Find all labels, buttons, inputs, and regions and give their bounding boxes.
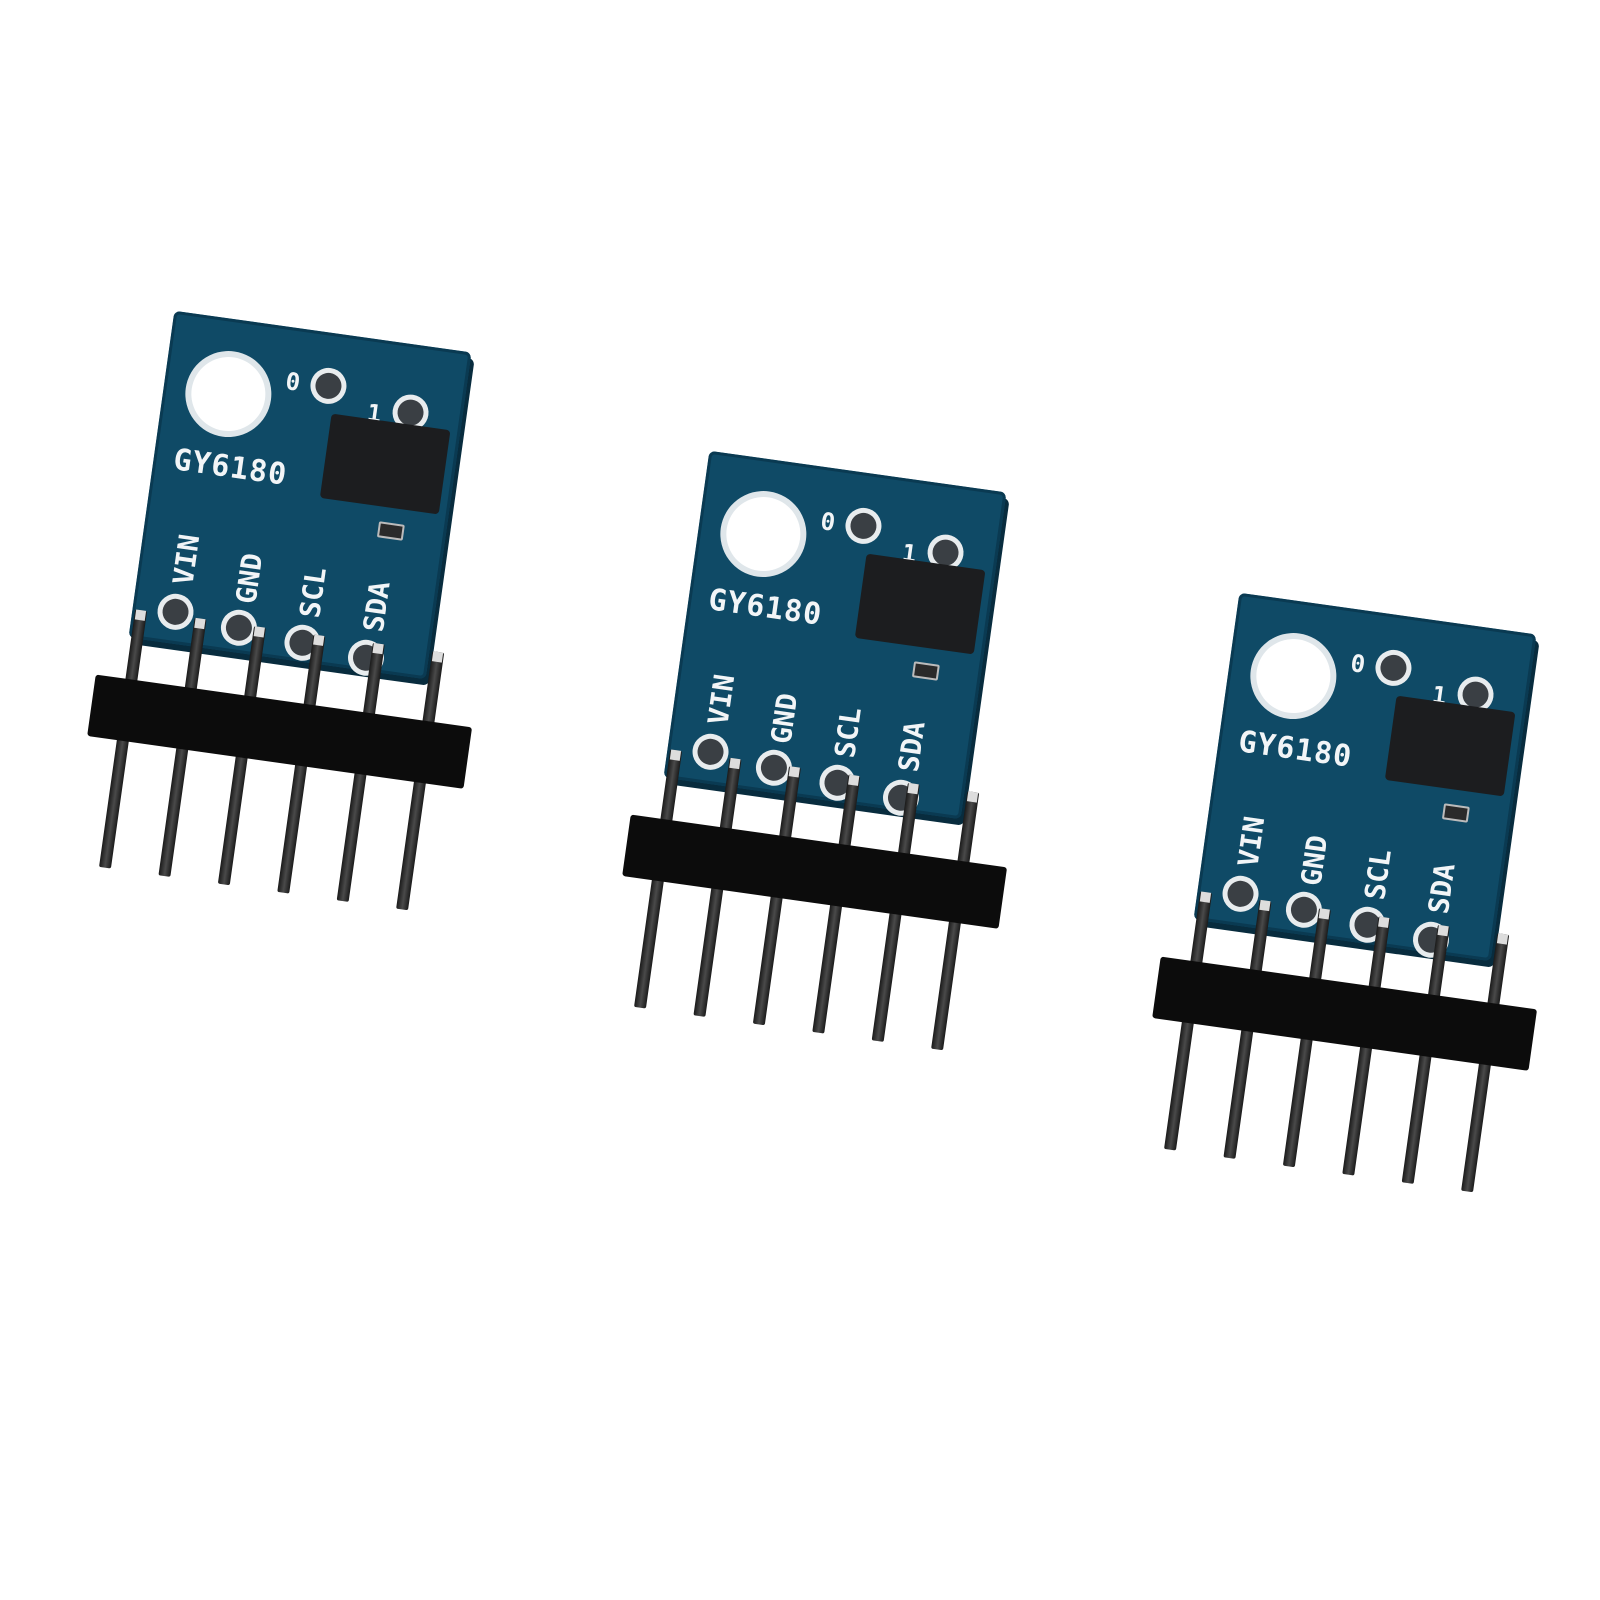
pin-label-gnd: GND [764,691,805,746]
pin-label-vin: VIN [701,672,742,727]
smd-component [1441,803,1470,823]
header-housing [87,674,473,789]
pin-header [68,607,473,994]
addr-label-0: 0 [818,507,838,537]
pin-label-vin: VIN [166,532,207,587]
mounting-hole [1251,634,1336,718]
model-label: GY6180 [1236,724,1355,775]
mounting-hole [721,492,806,576]
header-housing [622,814,1008,929]
sensor-chip [1384,695,1516,797]
sensor-kit-1: 0 1 GY6180 VIN GND SCL SDA [50,310,473,970]
pin-label-sda: SDA [891,719,932,774]
model-label: GY6180 [171,442,290,493]
sensor-kit-2: 0 1 GY6180 VIN GND SCL SDA [585,450,1008,1110]
pin-label-sda: SDA [356,579,397,634]
pin-label-gnd: GND [1294,833,1335,888]
addr-pad [848,511,879,541]
addr-pad [313,371,344,401]
pin-header [603,747,1008,1134]
pin-label-gnd: GND [229,551,270,606]
addr-pad [1378,653,1409,683]
pin-label-scl: SCL [1358,847,1398,902]
model-label: GY6180 [706,582,825,633]
smd-component [376,521,405,541]
sensor-kit-3: 0 1 GY6180 VIN GND SCL SDA [1115,592,1538,1252]
mounting-hole [186,352,271,436]
addr-label-0: 0 [1348,649,1368,679]
pin-header [1133,889,1538,1276]
pin-label-sda: SDA [1421,861,1462,916]
sensor-chip [319,413,451,515]
pin-label-vin: VIN [1231,814,1272,869]
addr-label-0: 0 [283,367,303,397]
header-housing [1152,956,1538,1071]
sensor-chip [854,553,986,655]
pin-label-scl: SCL [293,565,333,620]
smd-component [911,661,940,681]
pin-label-scl: SCL [828,705,868,760]
